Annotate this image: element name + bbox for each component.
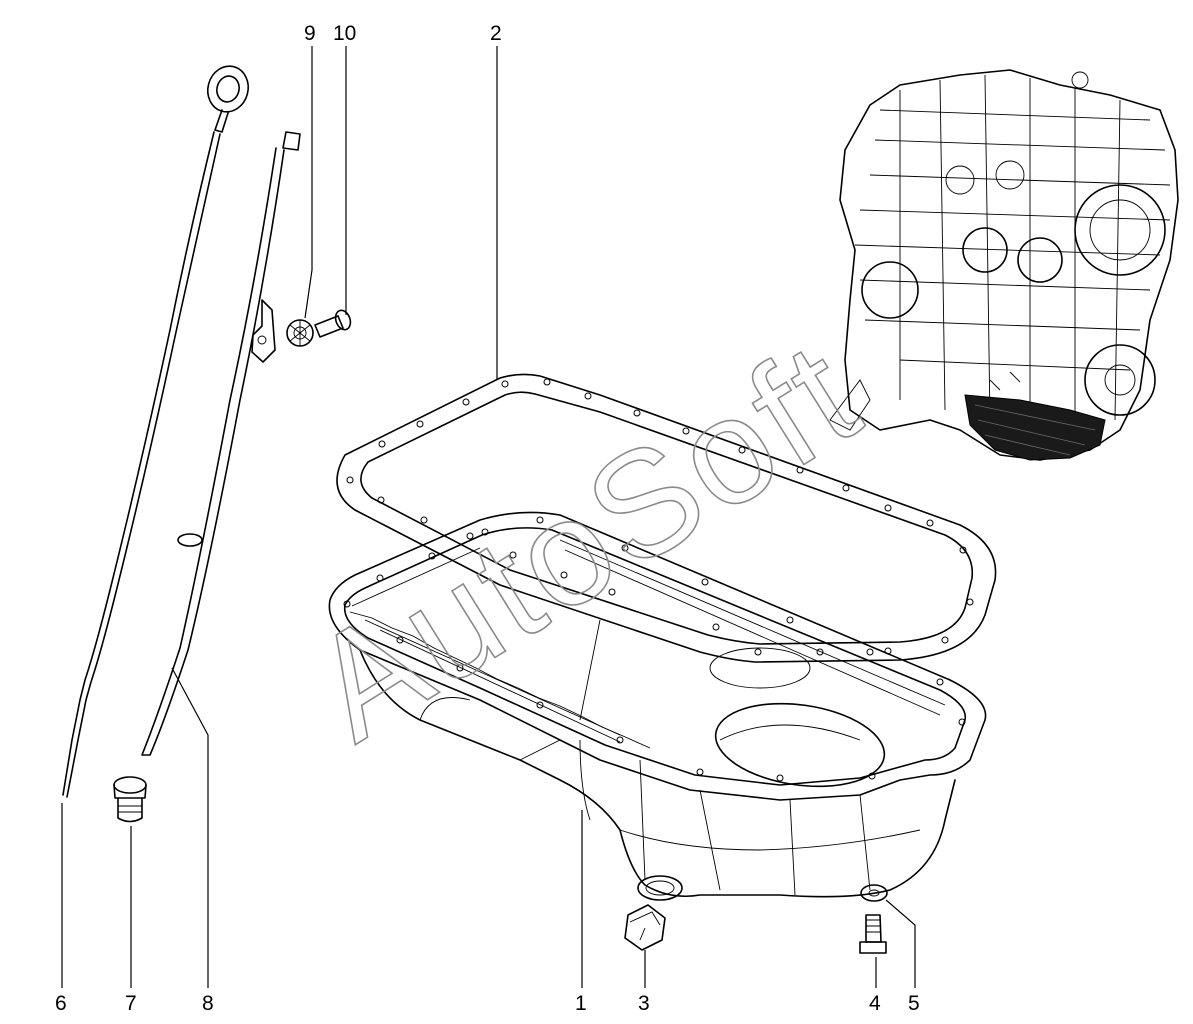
callout-7: 7 <box>125 992 137 1015</box>
oil-pan <box>328 511 987 901</box>
oil-dipstick <box>62 65 250 798</box>
callout-1: 1 <box>575 992 587 1015</box>
highlighted-oil-pan <box>964 394 1106 461</box>
callout-2: 2 <box>490 22 502 45</box>
sealing-washer <box>860 884 888 902</box>
engine-thumbnail <box>829 69 1179 461</box>
callout-10: 10 <box>333 22 356 45</box>
pan-bolt-holes <box>343 516 966 782</box>
watermark: AutoSoft <box>283 308 887 772</box>
pan-bolt <box>859 914 887 954</box>
plug-7 <box>113 776 147 823</box>
gasket-bolt-holes <box>346 378 974 656</box>
callout-5: 5 <box>908 992 920 1015</box>
drain-plug <box>624 904 666 951</box>
callout-9: 9 <box>304 22 316 45</box>
callout-3: 3 <box>638 992 650 1015</box>
bracket-screw-washer <box>286 309 352 347</box>
callout-4: 4 <box>869 992 881 1015</box>
dipstick-guide-tube <box>141 131 301 756</box>
oil-pan-gasket <box>336 373 997 663</box>
callout-8: 8 <box>202 992 214 1015</box>
callout-labels: 9 10 2 6 7 8 1 3 4 5 <box>55 22 920 1015</box>
callout-6: 6 <box>55 992 67 1015</box>
leader-lines <box>61 46 916 988</box>
